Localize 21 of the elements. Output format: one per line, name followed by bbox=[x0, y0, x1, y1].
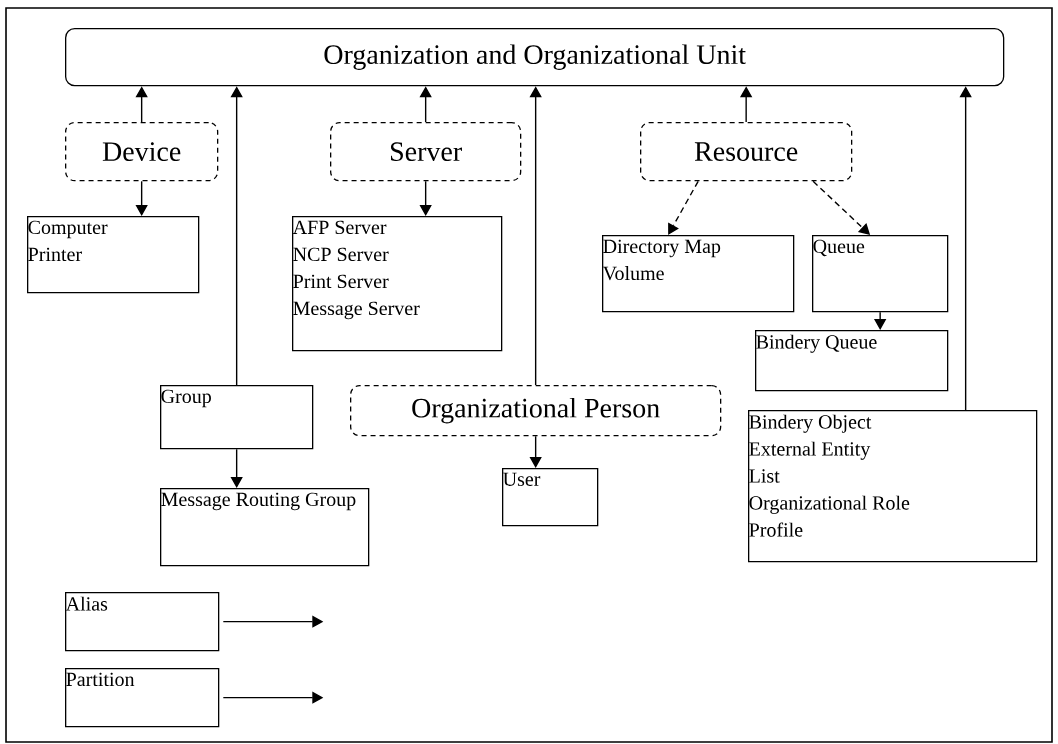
arrow bbox=[529, 435, 542, 468]
list-box: Directory Map Volume bbox=[602, 235, 795, 313]
list-box: Bindery Object External Entity List Organizational Role Profile bbox=[748, 410, 1038, 563]
dashed-box: Resource bbox=[640, 122, 853, 182]
dashed-box: Device bbox=[65, 122, 219, 182]
list-box: Computer Printer bbox=[27, 216, 200, 294]
list-box: Group bbox=[160, 385, 314, 450]
list-box: Queue bbox=[812, 235, 949, 313]
dashed-box: Server bbox=[330, 122, 522, 182]
arrow bbox=[135, 180, 148, 216]
list-box: User bbox=[502, 468, 599, 527]
list-box: AFP Server NCP Server Print Server Message Server bbox=[292, 216, 503, 352]
arrow bbox=[419, 180, 432, 216]
list-box: Alias bbox=[65, 592, 220, 652]
list-box: Message Routing Group bbox=[160, 488, 370, 567]
rounded-box: Organization and Organizational Unit bbox=[65, 28, 1005, 87]
list-box: Bindery Queue bbox=[755, 330, 949, 392]
dashed-box: Organizational Person bbox=[350, 385, 722, 437]
list-box: Partition bbox=[65, 668, 220, 728]
dashed-arrow bbox=[668, 180, 699, 235]
arrow bbox=[230, 448, 243, 488]
